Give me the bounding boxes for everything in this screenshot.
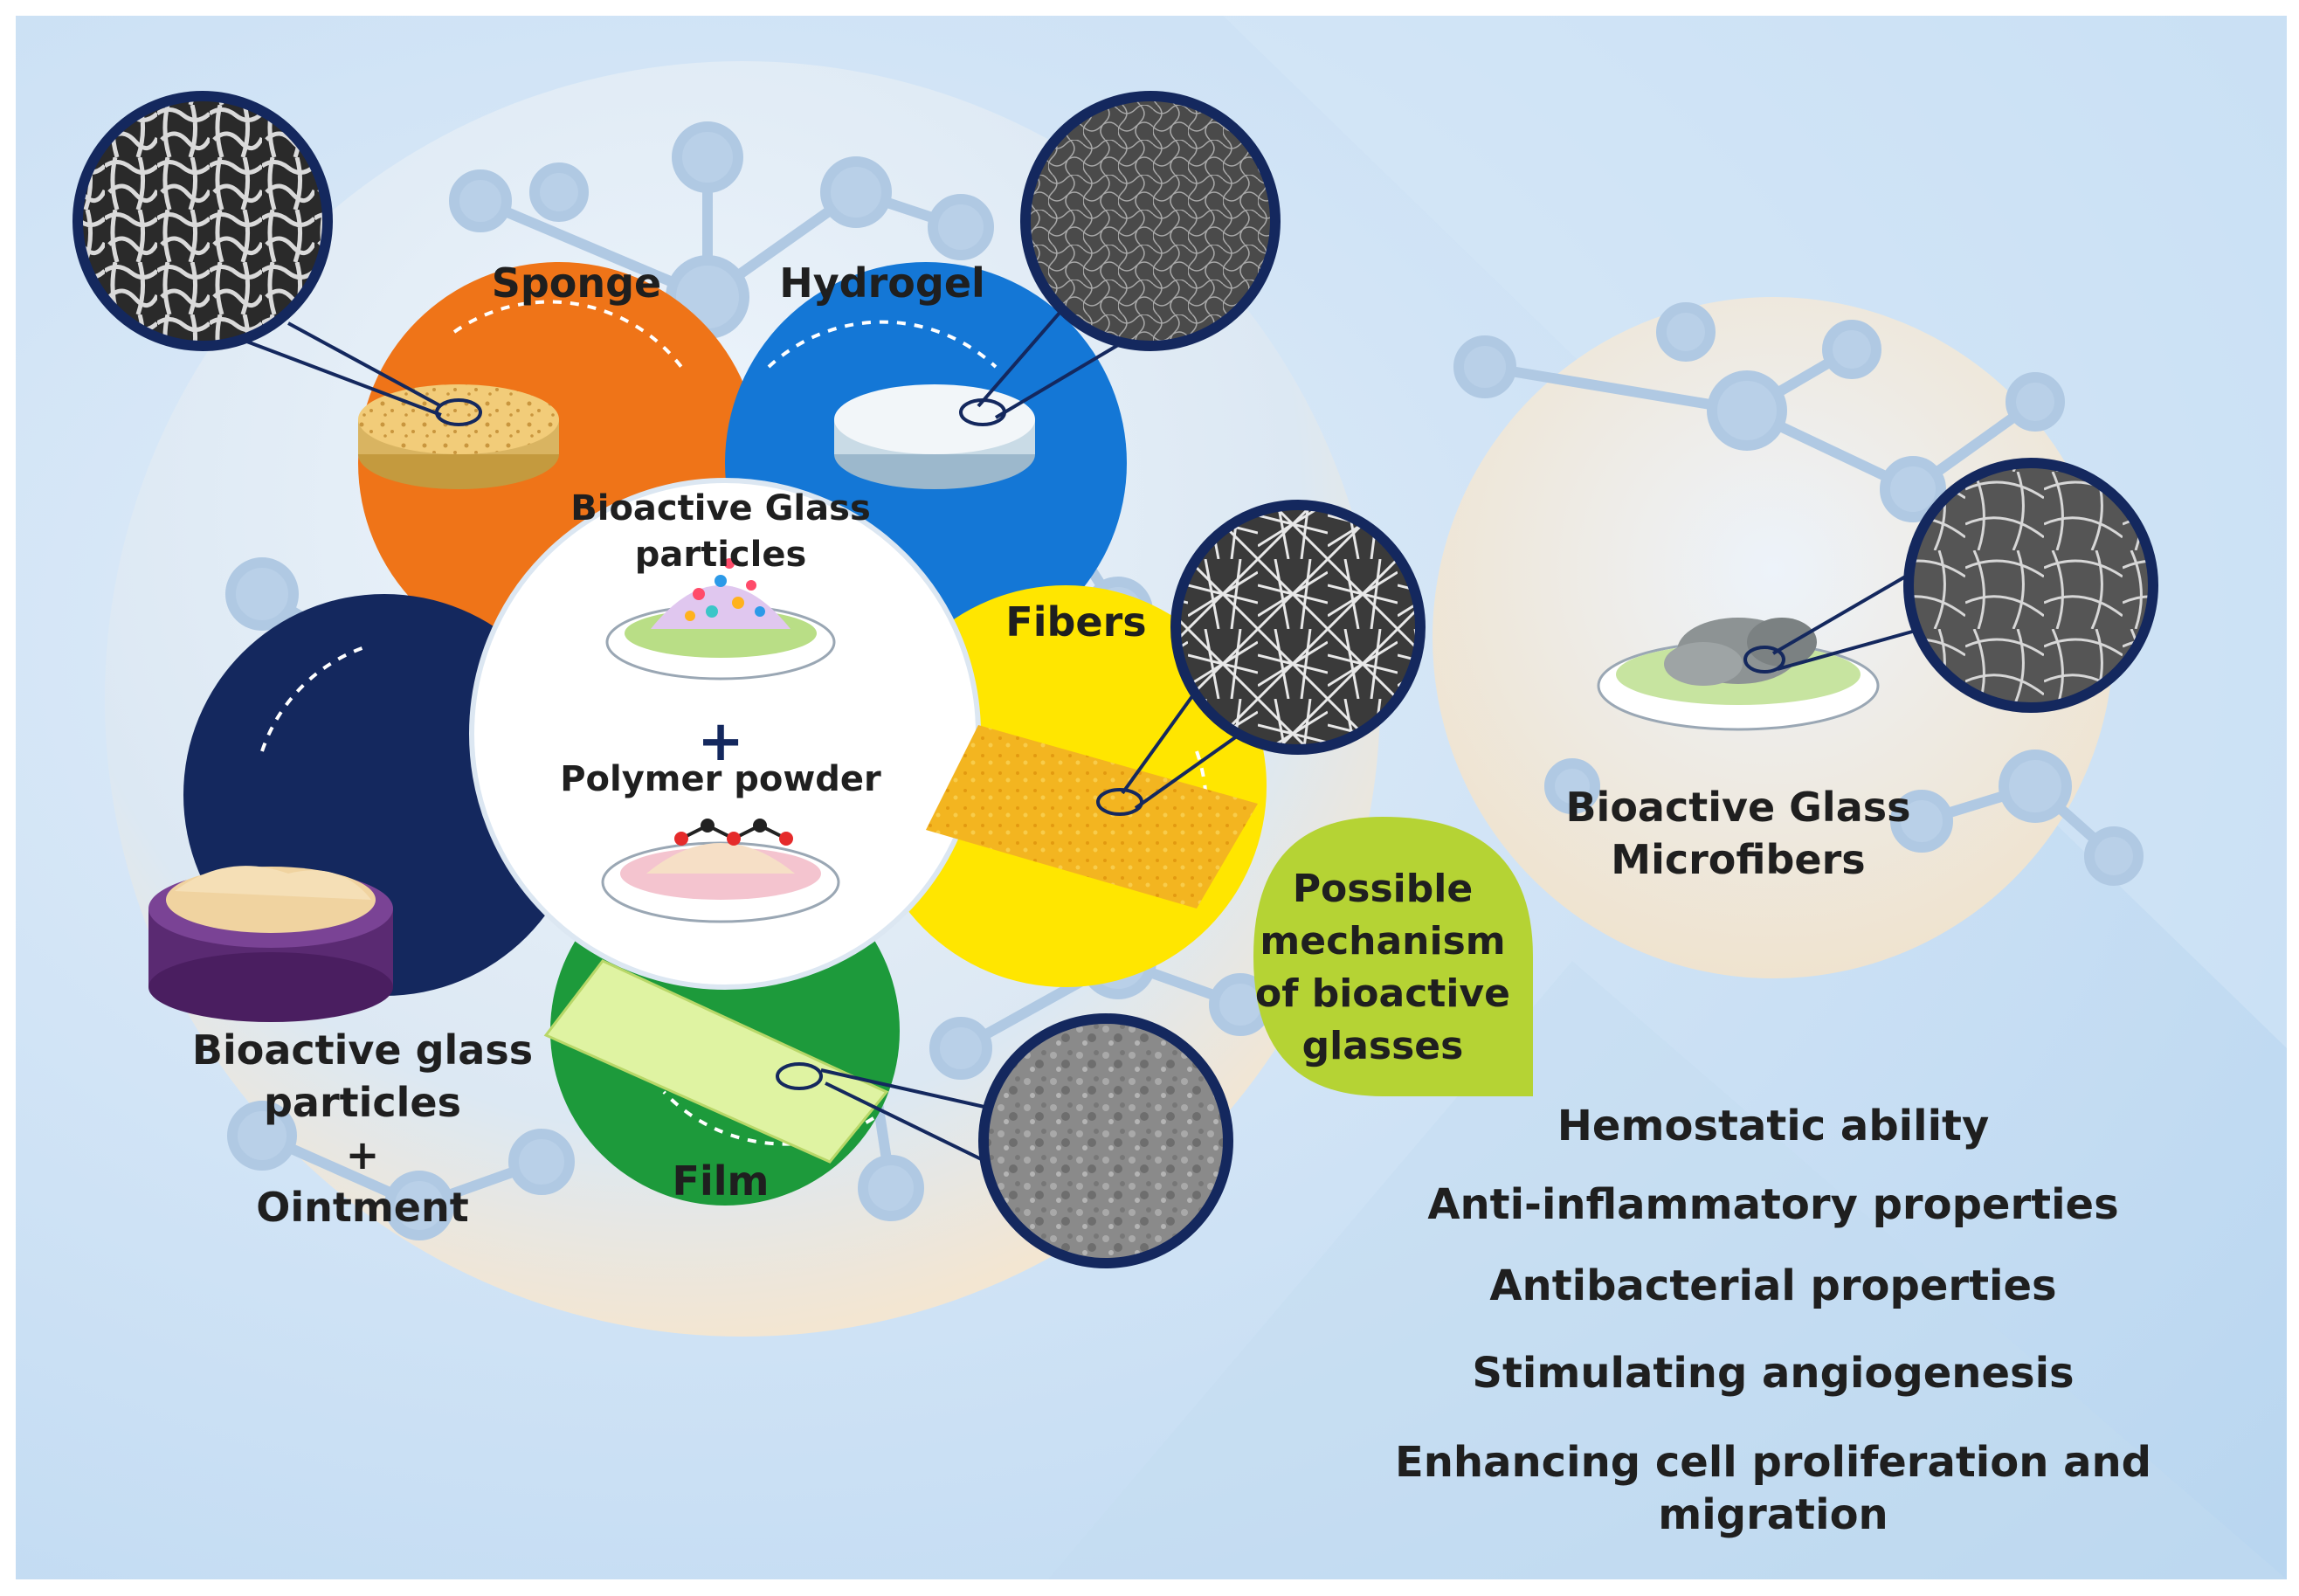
glass-particles-dish — [605, 558, 836, 681]
ointment-label-line3: Ointment — [256, 1184, 468, 1231]
mechanism-line2: mechanism — [1260, 919, 1505, 964]
cycle-arrows — [260, 300, 1208, 1146]
film-label: Film — [673, 1157, 770, 1205]
polymer-powder-dish — [601, 819, 840, 923]
mechanism-line3: of bioactive — [1255, 971, 1510, 1016]
center-plus: + — [697, 709, 744, 774]
film-sem-lens — [978, 1013, 1233, 1268]
mechanism-callout — [1253, 817, 1533, 1096]
hydrogel-object — [834, 384, 1035, 489]
mechanism-line1: Possible — [1293, 867, 1473, 911]
center-polymer: Polymer powder — [560, 759, 881, 799]
ointment-label-line1: Bioactive glass — [192, 1026, 533, 1074]
property-proliferation-line2: migration — [1658, 1490, 1888, 1539]
ointment-jar — [148, 866, 393, 1022]
ointment-label-plus: + — [346, 1131, 380, 1178]
microfibers-line1: Bioactive Glass — [1565, 784, 1910, 831]
sponge-label: Sponge — [492, 259, 662, 307]
film-object — [543, 959, 889, 1164]
property-antibacterial: Antibacterial properties — [1489, 1261, 2056, 1310]
property-angiogenesis: Stimulating angiogenesis — [1472, 1349, 2074, 1398]
microfiber-dish — [1597, 618, 1880, 731]
mechanism-line4: glasses — [1302, 1024, 1464, 1068]
microfibers-line2: Microfibers — [1611, 836, 1865, 883]
fibers-label: Fibers — [1005, 598, 1146, 646]
ointment-label-line2: particles — [264, 1079, 461, 1126]
microfiber-sem-lens — [1903, 458, 2158, 713]
hydrogel-sem-lens — [1020, 91, 1281, 351]
property-anti-inflammatory: Anti-inflammatory properties — [1427, 1180, 2118, 1229]
fiber-sheet — [926, 725, 1258, 909]
lens-connectors — [244, 304, 1923, 1172]
property-proliferation-line1: Enhancing cell proliferation and — [1395, 1438, 2151, 1487]
center-glass-line1: Bioactive Glass — [570, 488, 871, 529]
hydrogel-label: Hydrogel — [779, 259, 985, 307]
sponge-sem-lens — [72, 91, 333, 351]
center-glass-line2: particles — [635, 535, 807, 575]
property-hemostatic: Hemostatic ability — [1557, 1102, 1990, 1150]
fibers-sem-lens — [1170, 500, 1426, 755]
